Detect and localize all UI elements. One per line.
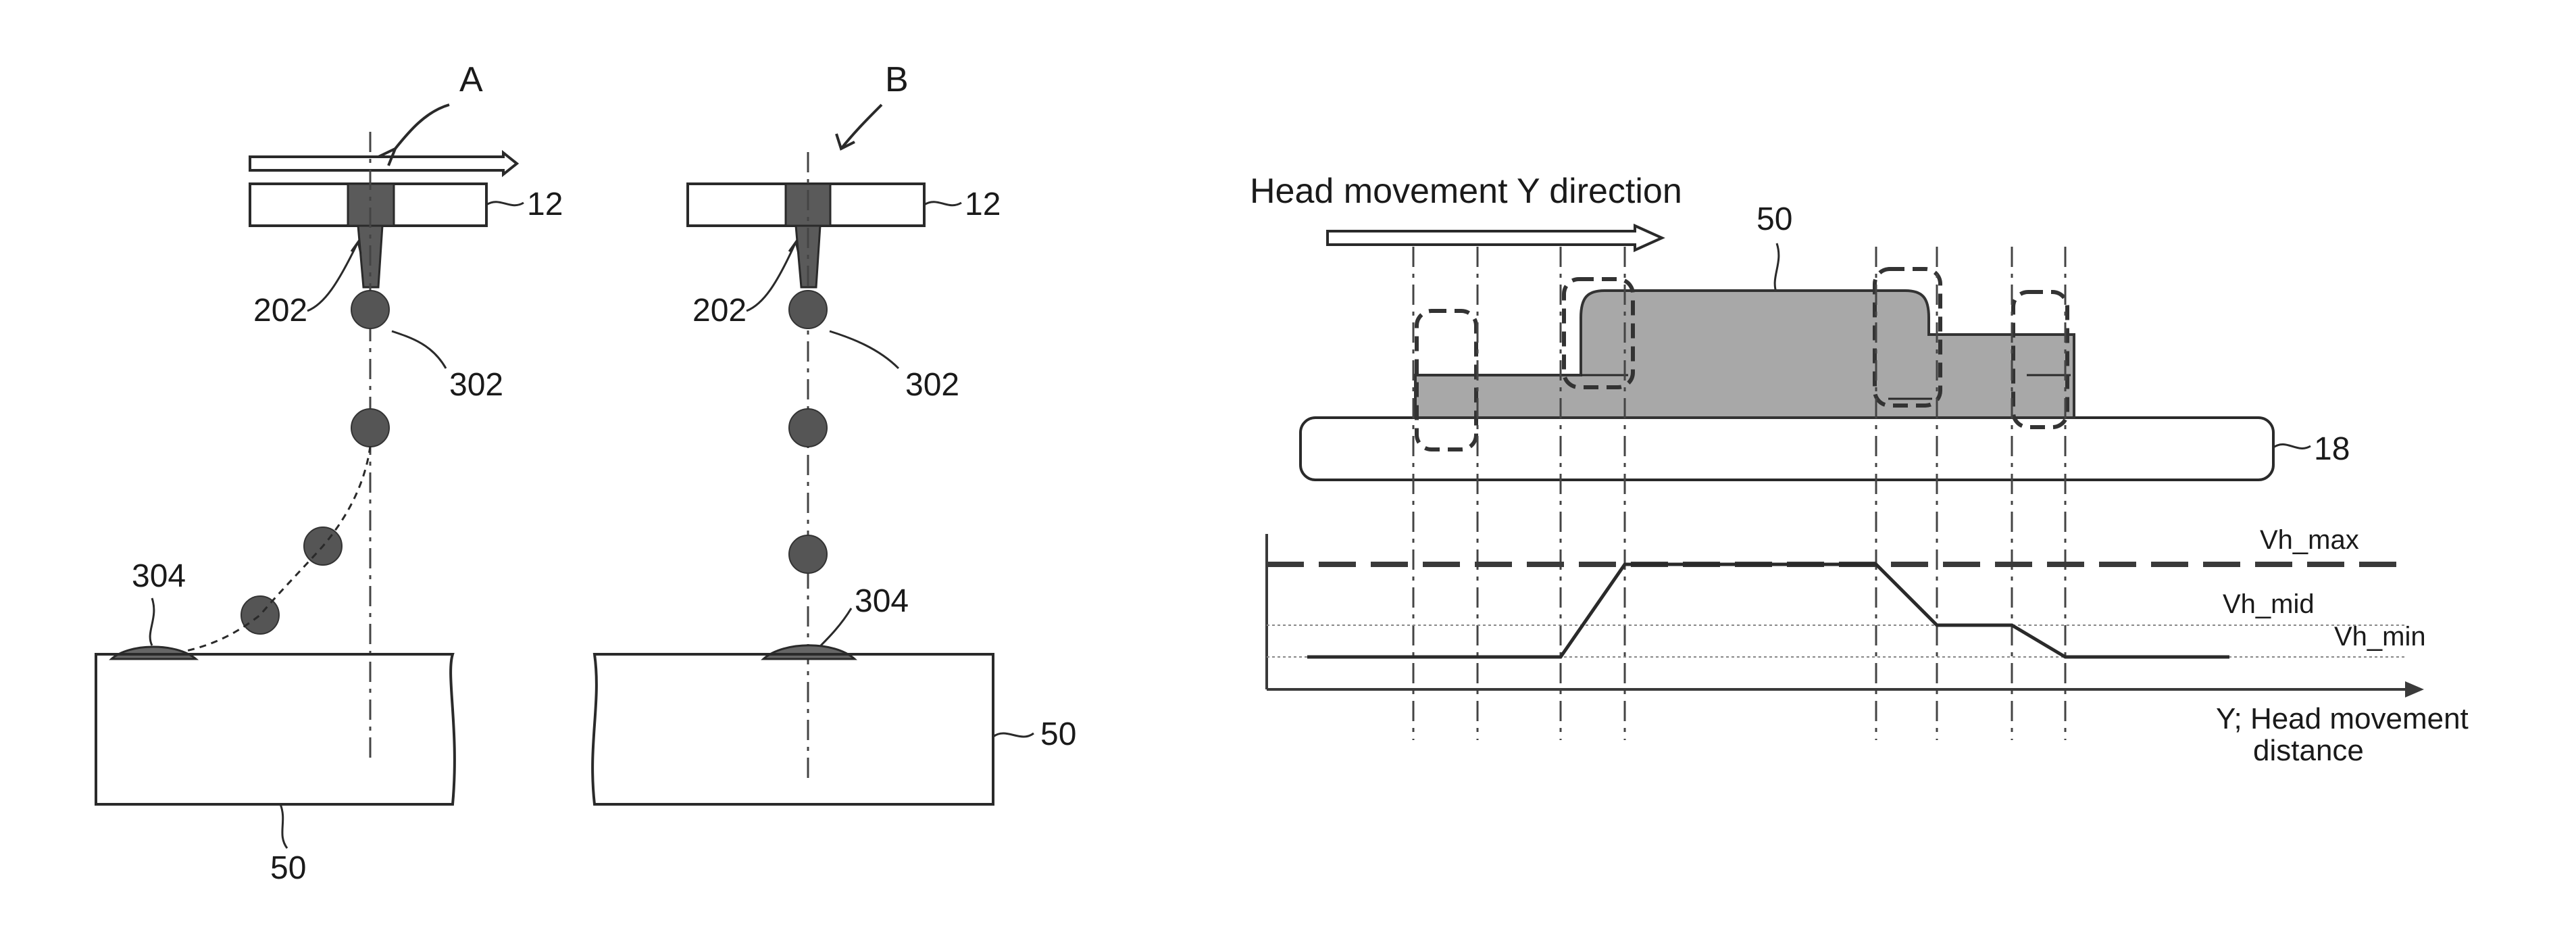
nozzle-ref-label: 202 xyxy=(253,293,307,328)
workpiece-ref-leader xyxy=(1775,243,1779,294)
substrate-ref-label: 50 xyxy=(1040,716,1076,752)
substrate xyxy=(592,654,993,804)
head-ref-label: 12 xyxy=(965,187,1001,222)
droplet xyxy=(351,291,389,328)
figure-b-leader xyxy=(841,105,882,149)
stage-ref-label: 18 xyxy=(2314,431,2350,467)
nozzle-ref-leader xyxy=(307,242,358,311)
droplet xyxy=(241,596,279,634)
substrate xyxy=(96,654,455,804)
head-direction-arrow-icon xyxy=(1328,226,1662,250)
droplet xyxy=(351,409,389,447)
substrate-ref-leader xyxy=(280,804,287,848)
head-ref-leader xyxy=(924,202,961,205)
nozzle-ref-leader xyxy=(747,242,796,311)
speed-profile-figure: Head movement Y direction 50 18 xyxy=(1250,172,2469,767)
head-ref-leader xyxy=(486,202,524,205)
droplet-ref-label: 302 xyxy=(905,367,959,403)
figure-b: B 12 202 302 304 50 xyxy=(592,60,1076,804)
landed-ref-leader xyxy=(821,608,851,645)
droplet-ref-label: 302 xyxy=(449,367,503,403)
movement-arrow-icon xyxy=(250,153,517,174)
vh-min-label: Vh_min xyxy=(2334,622,2426,652)
head-ref-label: 12 xyxy=(527,187,563,222)
landed-ref-label: 304 xyxy=(132,558,186,594)
vh-max-label: Vh_max xyxy=(2260,525,2359,555)
landed-droplet xyxy=(763,645,855,659)
workpiece xyxy=(1415,291,2074,418)
figure-a-letter: A xyxy=(459,60,483,99)
workpiece-ref-label: 50 xyxy=(1757,201,1792,237)
landed-droplet xyxy=(111,647,196,659)
droplet-ref-leader xyxy=(392,331,446,368)
stage-ref-leader xyxy=(2273,444,2310,448)
droplet xyxy=(789,409,827,447)
direction-label: Head movement Y direction xyxy=(1250,172,1682,211)
landed-ref-label: 304 xyxy=(855,583,909,619)
landed-ref-leader xyxy=(150,598,154,645)
figure-a: A 12 202 302 304 50 xyxy=(96,60,563,886)
droplet xyxy=(789,291,827,328)
stage xyxy=(1300,418,2273,480)
figure-b-letter: B xyxy=(885,60,909,99)
substrate-ref-leader xyxy=(993,733,1034,737)
x-axis-arrowhead-icon xyxy=(2405,681,2424,698)
droplet-ref-leader xyxy=(830,331,899,368)
substrate-ref-label: 50 xyxy=(270,850,306,886)
nozzle-ref-label: 202 xyxy=(692,293,747,328)
figure-a-leader xyxy=(395,105,449,149)
droplet xyxy=(789,535,827,573)
x-axis-label-line1: Y; Head movement xyxy=(2216,702,2469,735)
speed-profile-line xyxy=(1307,564,2229,657)
x-axis-label-line2: distance xyxy=(2253,734,2364,767)
vh-mid-label: Vh_mid xyxy=(2223,589,2315,619)
